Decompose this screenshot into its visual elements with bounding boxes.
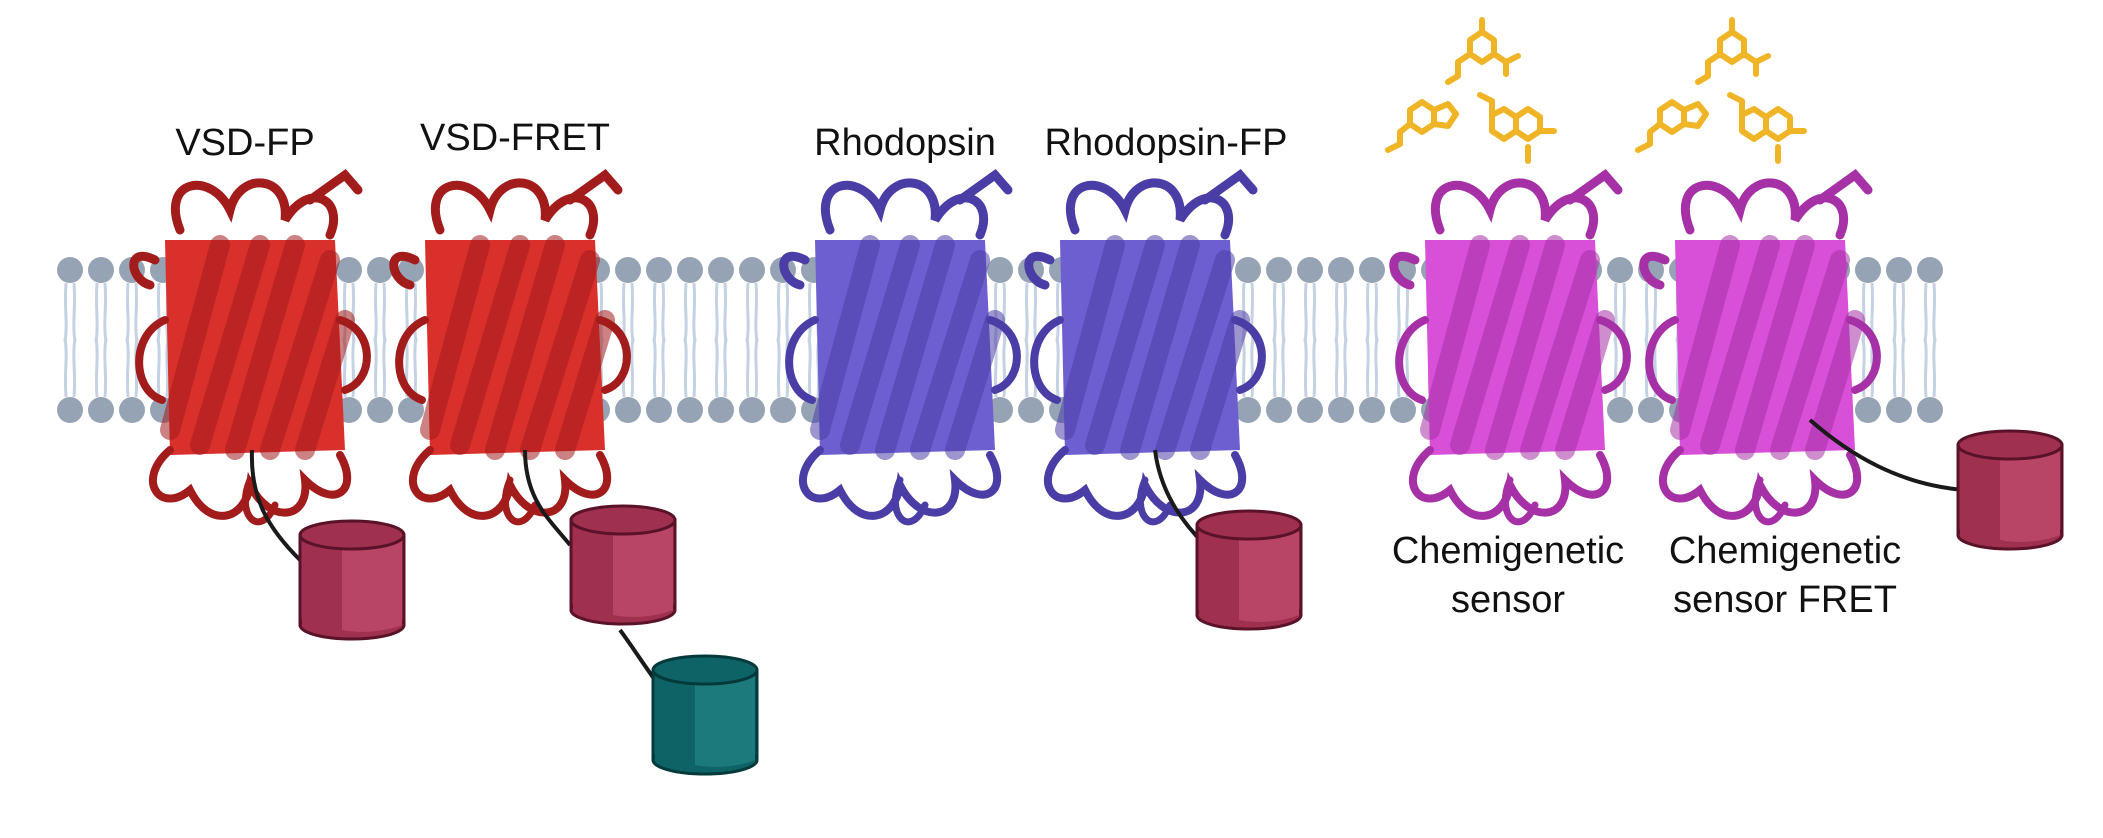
label-rhodopsin: Rhodopsin — [814, 122, 996, 164]
lipid-head-upper — [86, 255, 116, 344]
label-chemigenetic-fret-line2: sensor FRET — [1673, 579, 1897, 621]
chemigenetic-fret-linker — [1808, 418, 1966, 492]
vsd-fret-linker — [523, 449, 572, 547]
chemigenetic-fret-cylinder-icon — [1956, 429, 2064, 551]
lipid-head-upper — [706, 255, 736, 344]
lipid-head-upper — [1884, 255, 1914, 344]
vsd-fret-protein-icon — [394, 175, 627, 522]
lipid-head-upper — [365, 255, 395, 344]
lipid-head-lower — [675, 336, 705, 425]
lipid-head-lower — [737, 336, 767, 425]
lipid-head-lower — [1915, 336, 1945, 425]
lipid-head-lower — [1884, 336, 1914, 425]
lipid-head-lower — [706, 336, 736, 425]
lipid-head-upper — [737, 255, 767, 344]
chemigenetic-dye-icon — [1388, 20, 1554, 161]
lipid-head-upper — [675, 255, 705, 344]
rhodopsin-fp-cylinder-icon — [1195, 509, 1303, 631]
lipid-head-lower — [644, 336, 674, 425]
lipid-head-upper — [1357, 255, 1387, 344]
chemigenetic-fret-dye-icon — [1638, 20, 1804, 161]
rhodopsin-protein-icon — [784, 175, 1017, 522]
vsd-fp-cylinder-icon — [298, 519, 406, 641]
label-vsd-fp: VSD-FP — [175, 122, 314, 164]
lipid-head-upper — [1326, 255, 1356, 344]
lipid-head-lower — [86, 336, 116, 425]
lipid-head-upper — [644, 255, 674, 344]
lipid-head-lower — [1326, 336, 1356, 425]
lipid-head-upper — [1915, 255, 1945, 344]
chemigenetic-fret-protein-icon — [1644, 175, 1877, 522]
lipid-head-lower — [1357, 336, 1387, 425]
label-chemigenetic-fret-line1: Chemigenetic — [1669, 530, 1901, 572]
vsd-fret-cylinder-icon — [569, 504, 677, 626]
label-chemigenetic-line2: sensor — [1451, 579, 1565, 621]
rhodopsin-fp-protein-icon — [1029, 175, 1262, 522]
lipid-head-upper — [55, 255, 85, 344]
chemigenetic-protein-icon — [1394, 175, 1627, 522]
vsd-fret-teal-cylinder-icon — [651, 654, 759, 776]
label-vsd-fret: VSD-FRET — [420, 117, 610, 159]
lipid-head-lower — [365, 336, 395, 425]
lipid-head-lower — [1295, 336, 1325, 425]
vsd-fp-protein-icon — [134, 175, 367, 522]
lipid-head-lower — [55, 336, 85, 425]
vsd-fp-linker — [249, 449, 302, 562]
label-chemigenetic-line1: Chemigenetic — [1392, 530, 1624, 572]
lipid-head-upper — [1295, 255, 1325, 344]
label-rhodopsin-fp: Rhodopsin-FP — [1045, 122, 1288, 164]
lipid-head-upper — [1264, 255, 1294, 344]
lipid-head-lower — [1264, 336, 1294, 425]
